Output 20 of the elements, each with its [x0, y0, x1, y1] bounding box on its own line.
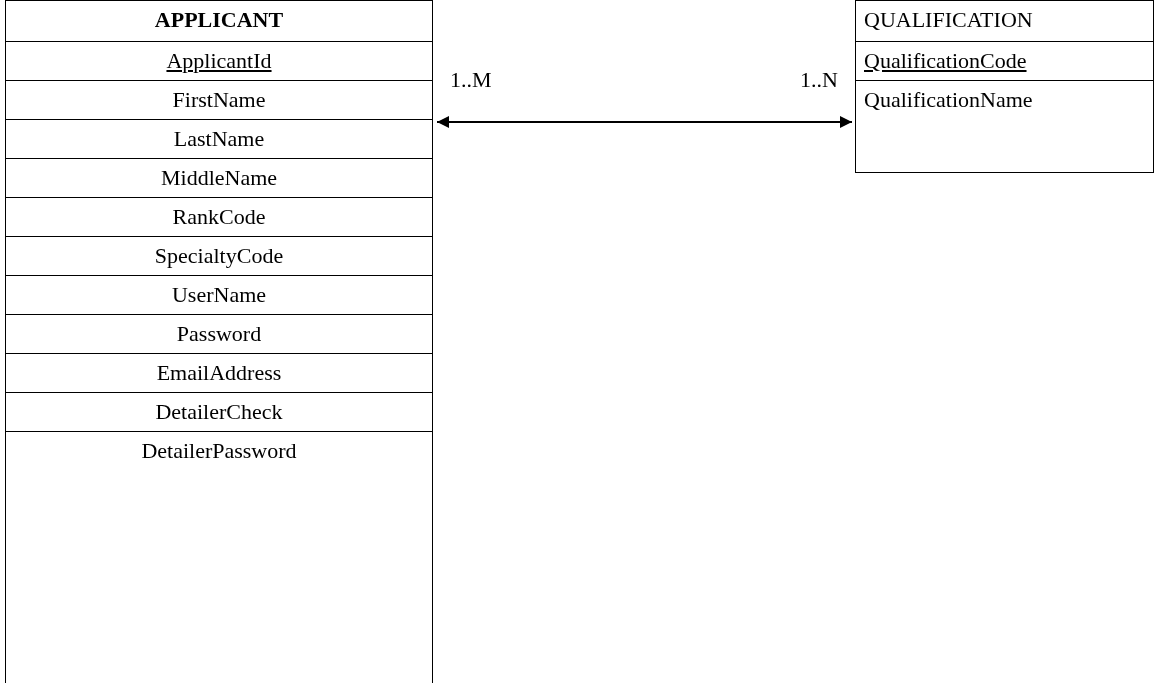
- cardinality-label: 1..N: [800, 67, 838, 93]
- entity-name: APPLICANT: [6, 0, 432, 41]
- attribute-name: SpecialtyCode: [6, 236, 432, 275]
- attribute-name: UserName: [6, 275, 432, 314]
- attribute-name: Password: [6, 314, 432, 353]
- attribute-name: MiddleName: [6, 158, 432, 197]
- attribute-name: EmailAddress: [6, 353, 432, 392]
- primary-key-attribute: ApplicantId: [6, 41, 432, 80]
- attribute-name: QualificationName: [856, 80, 1153, 172]
- attribute-name: FirstName: [6, 80, 432, 119]
- cardinality-label: 1..M: [450, 67, 492, 93]
- entity-table: [855, 0, 1154, 173]
- attribute-name: DetailerPassword: [6, 431, 432, 471]
- primary-key-attribute: QualificationCode: [856, 41, 1153, 80]
- attribute-name: DetailerCheck: [6, 392, 432, 431]
- entity-table: [5, 0, 433, 683]
- attribute-name: LastName: [6, 119, 432, 158]
- entity-name: QUALIFICATION: [856, 0, 1153, 41]
- attribute-name: RankCode: [6, 197, 432, 236]
- relationship-arrow: [436, 116, 853, 128]
